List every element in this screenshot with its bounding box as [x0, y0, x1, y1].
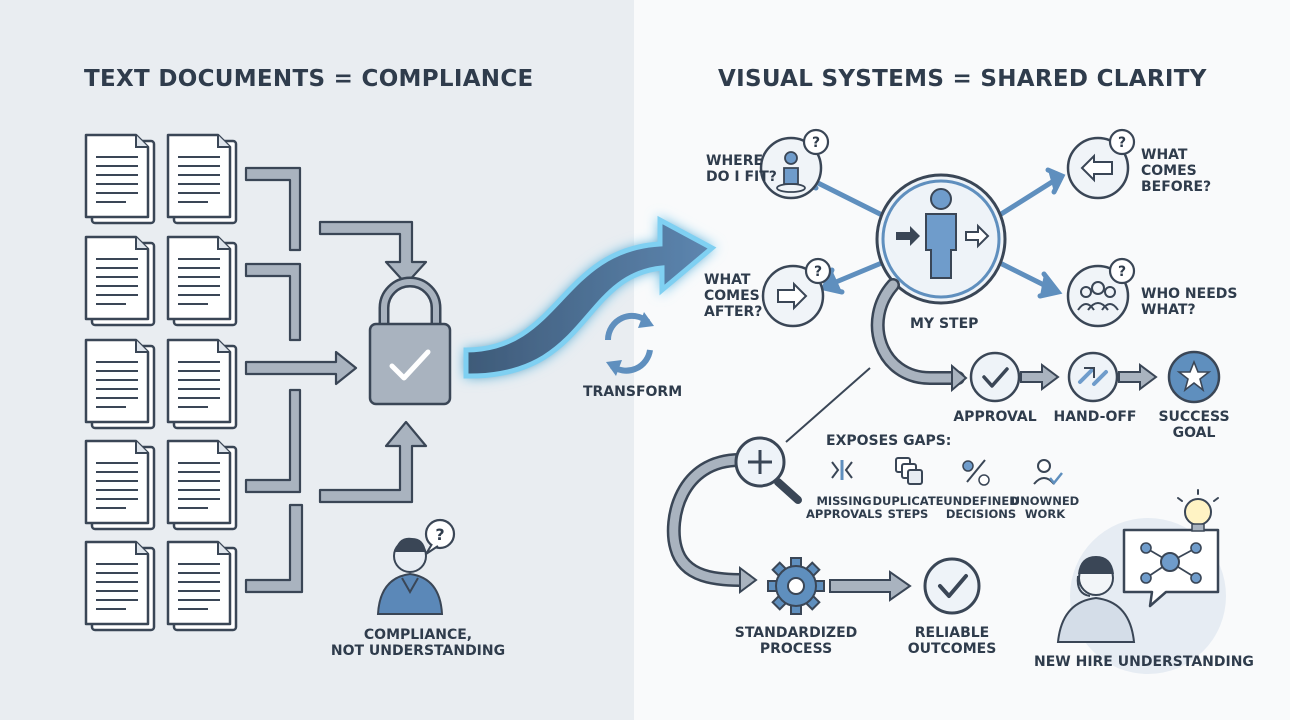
who-needs-icon [1066, 257, 1136, 328]
new-hire-person-icon [1056, 556, 1136, 643]
question-who-needs: WHO NEEDS WHAT? [1141, 286, 1238, 319]
unowned-work-icon [1033, 459, 1063, 486]
svg-text:?: ? [435, 525, 444, 544]
padlock-icon [368, 276, 452, 406]
gear-icon [767, 557, 825, 615]
network-bubble-icon [1122, 528, 1220, 608]
gaps-title: EXPOSES GAPS: [826, 433, 952, 449]
transform-arrow [463, 215, 717, 379]
flow-arrow-1 [1020, 363, 1060, 391]
refresh-icon [604, 312, 654, 376]
flow-label-success-goal: SUCCESS GOAL [1158, 409, 1230, 442]
document-stacks [84, 133, 238, 632]
approval-icon [969, 351, 1021, 403]
flow-track [870, 278, 968, 393]
left-title: TEXT DOCUMENTS = COMPLIANCE [84, 66, 534, 92]
hand-off-icon [1067, 351, 1119, 403]
outcome-check-icon [923, 557, 981, 615]
transform-label: TRANSFORM [583, 384, 683, 400]
confused-person-icon: ? [376, 518, 456, 615]
outcome-arrow [829, 570, 912, 602]
flow-arrow-2 [1118, 363, 1158, 391]
loop-track [666, 453, 758, 594]
my-step-icon [875, 173, 1007, 305]
flow-label-hand-off: HAND-OFF [1053, 409, 1137, 425]
gap-duplicate-steps: DUPLICATE STEPS [872, 494, 944, 522]
comes-before-icon [1066, 128, 1136, 200]
lightbulb-icon [1177, 489, 1219, 532]
question-comes-after: WHAT COMES AFTER? [704, 272, 763, 321]
left-caption: COMPLIANCE, NOT UNDERSTANDING [330, 627, 506, 660]
gap-unowned-work: UNOWNED WORK [1010, 494, 1080, 522]
bottom-label-standardized: STANDARDIZED PROCESS [734, 625, 858, 658]
success-goal-icon [1167, 350, 1221, 404]
magnifier-icon [734, 436, 802, 504]
center-label: MY STEP [910, 316, 979, 332]
connector-arrows [244, 166, 428, 594]
undefined-decisions-icon [962, 459, 990, 486]
gap-missing-approvals: MISSING APPROVALS [806, 494, 883, 522]
missing-approvals-icon [831, 460, 853, 480]
gap-connector-line [785, 367, 871, 443]
where-fit-icon [759, 128, 830, 200]
bottom-label-reliable: RELIABLE OUTCOMES [907, 625, 997, 658]
flow-label-approval: APPROVAL [953, 409, 1037, 425]
right-title: VISUAL SYSTEMS = SHARED CLARITY [718, 66, 1207, 92]
new-hire-label: NEW HIRE UNDERSTANDING [1034, 654, 1254, 670]
duplicate-steps-icon [895, 457, 923, 485]
question-comes-before: WHAT COMES BEFORE? [1141, 147, 1212, 196]
comes-after-icon [761, 257, 832, 328]
gap-undefined-decisions: UNDEFINED DECISIONS [943, 494, 1019, 522]
question-where-fit: WHERE DO I FIT? [706, 153, 777, 186]
